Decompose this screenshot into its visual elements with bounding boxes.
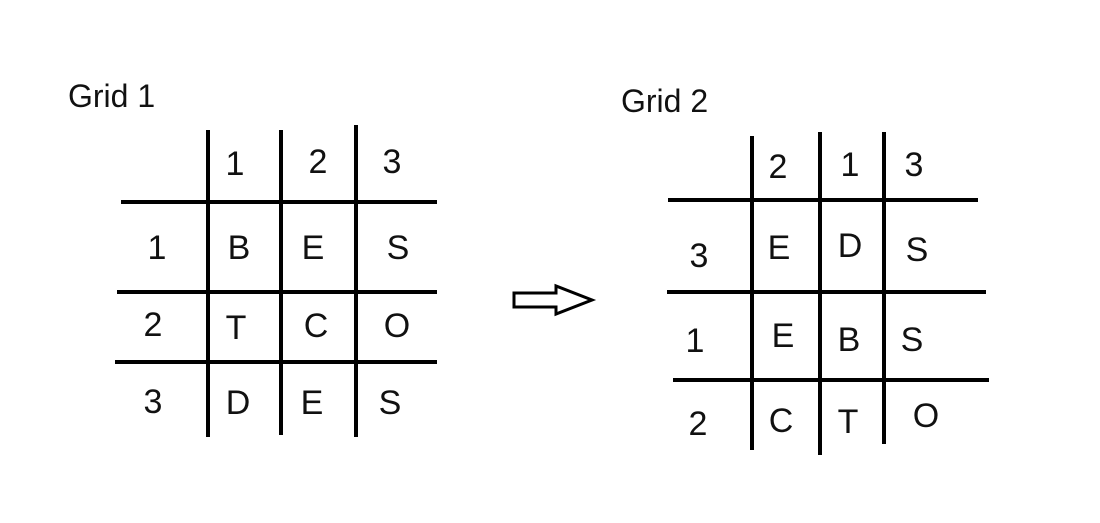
grid-2-cell: C bbox=[768, 402, 794, 440]
grid-1-cell: E bbox=[301, 229, 325, 267]
grid-1-col-header: 1 bbox=[225, 145, 245, 183]
grid-2-col-header: 3 bbox=[904, 146, 924, 184]
grid-2-cell: S bbox=[900, 321, 924, 359]
grid-2-row-header: 1 bbox=[685, 322, 705, 360]
grid-2-cell: S bbox=[905, 231, 929, 269]
grid-1-col-header: 2 bbox=[308, 143, 328, 181]
grid-2-cell: O bbox=[912, 397, 940, 435]
grid-2-cell: D bbox=[837, 227, 863, 265]
grid-1-title: Grid 1 bbox=[68, 78, 156, 114]
grid-1-cell: O bbox=[383, 307, 411, 345]
grid-1-row-header: 1 bbox=[147, 229, 167, 267]
grid-1-col-header: 3 bbox=[382, 143, 402, 181]
grid-2-title: Grid 2 bbox=[621, 83, 709, 119]
grid-2-row-header: 2 bbox=[688, 405, 708, 443]
grid-1-row-header: 2 bbox=[143, 306, 163, 344]
grid-1-cell: C bbox=[303, 307, 329, 345]
grid-2-row-header: 3 bbox=[689, 237, 709, 275]
grid-2-cell: B bbox=[837, 321, 861, 359]
grid-1-cell: S bbox=[386, 229, 410, 267]
grid-1-cell: T bbox=[225, 309, 247, 347]
grid-1-row-header: 3 bbox=[143, 383, 163, 421]
grid-1-cell: E bbox=[300, 384, 324, 422]
grid-2-cell: E bbox=[771, 317, 795, 355]
grid-2-cell: T bbox=[837, 403, 859, 441]
grid-1-cell: D bbox=[225, 384, 251, 422]
grid-1-cell: B bbox=[227, 229, 251, 267]
grid-2-cell: E bbox=[767, 229, 791, 267]
grid-2-col-header: 1 bbox=[840, 146, 860, 184]
grid-1-cell: S bbox=[378, 384, 402, 422]
grid-2-col-header: 2 bbox=[768, 148, 788, 186]
